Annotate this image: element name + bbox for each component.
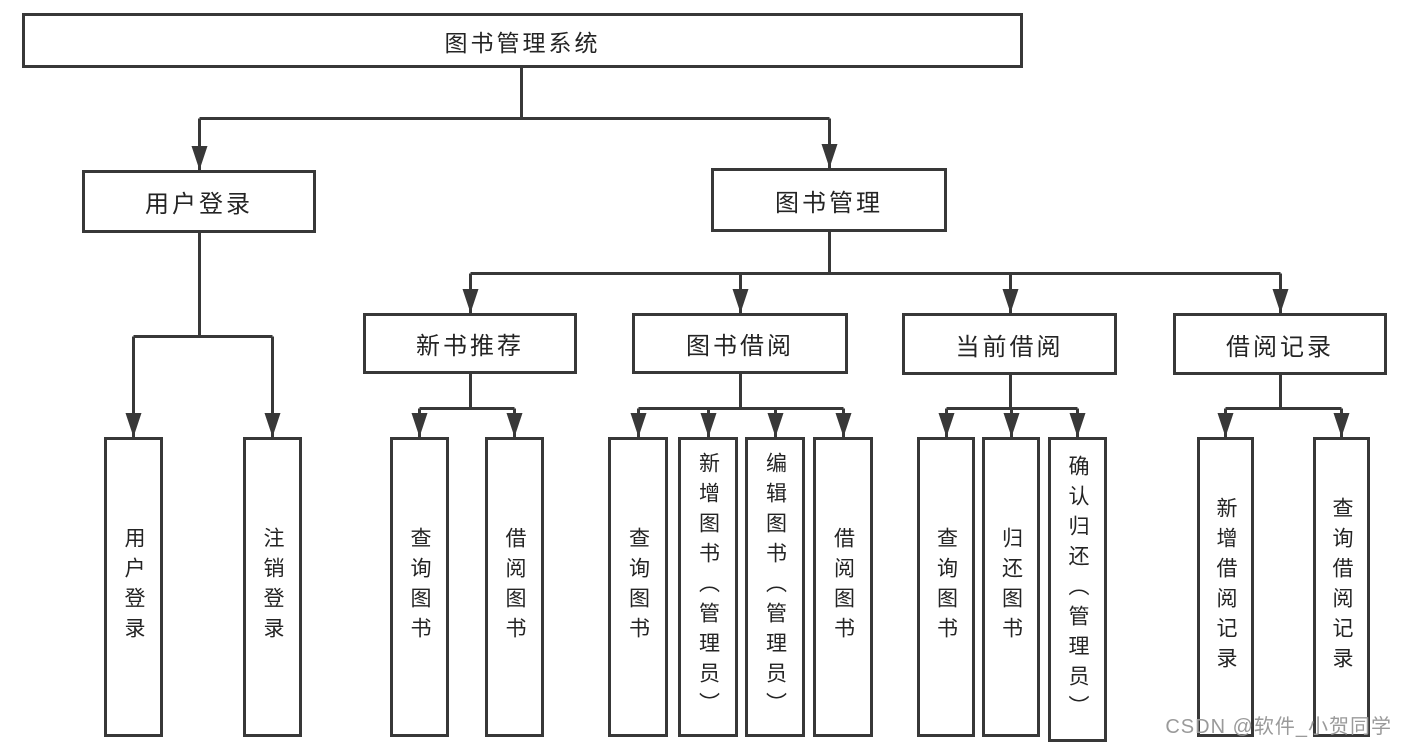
leaf-label: 查询图书 xyxy=(934,527,958,647)
node-library-system: 图书管理系统 xyxy=(22,13,1023,68)
csdn-watermark: CSDN @软件_小贺同学 xyxy=(1165,716,1392,738)
node-label: 用户登录 xyxy=(145,191,253,218)
leaf-query-books: 查询图书 xyxy=(608,437,668,737)
node-current-borrowing: 当前借阅 xyxy=(902,313,1117,375)
leaf-label: 借阅图书 xyxy=(503,527,526,647)
node-book-management: 图书管理 xyxy=(711,168,947,232)
leaf-borrow-books: 借阅图书 xyxy=(485,437,544,737)
leaf-label: 查询图书 xyxy=(408,527,431,647)
leaf-add-borrow-record: 新增借阅记录 xyxy=(1197,437,1254,737)
leaf-edit-books-admin: 编辑图书（管理员） xyxy=(745,437,805,737)
node-user-login: 用户登录 xyxy=(82,170,316,233)
node-label: 当前借阅 xyxy=(955,333,1064,361)
leaf-query-books: 查询图书 xyxy=(390,437,449,737)
leaf-label: 新增图书（管理员） xyxy=(696,452,720,722)
leaf-confirm-return-admin: 确认归还（管理员） xyxy=(1048,437,1107,742)
leaf-label: 归还图书 xyxy=(999,527,1023,647)
node-new-book-recommend: 新书推荐 xyxy=(363,313,577,374)
leaf-label: 编辑图书（管理员） xyxy=(763,452,787,722)
node-label: 借阅记录 xyxy=(1226,333,1334,361)
leaf-user-login: 用户登录 xyxy=(104,437,163,737)
leaf-borrow-books: 借阅图书 xyxy=(813,437,873,737)
node-borrowing-records: 借阅记录 xyxy=(1173,313,1387,375)
leaf-label: 借阅图书 xyxy=(831,527,855,647)
leaf-query-borrow-record: 查询借阅记录 xyxy=(1313,437,1370,737)
node-label: 新书推荐 xyxy=(416,333,524,360)
leaf-label: 用户登录 xyxy=(122,527,145,647)
leaf-logout: 注销登录 xyxy=(243,437,302,737)
node-label: 图书管理 xyxy=(775,189,883,217)
node-book-borrowing: 图书借阅 xyxy=(632,313,848,374)
leaf-label: 确认归还（管理员） xyxy=(1066,454,1089,725)
leaf-add-books-admin: 新增图书（管理员） xyxy=(678,437,738,737)
leaf-query-books: 查询图书 xyxy=(917,437,975,737)
leaf-label: 查询图书 xyxy=(626,527,650,647)
leaf-label: 注销登录 xyxy=(261,527,284,647)
leaf-label: 查询借阅记录 xyxy=(1330,497,1353,677)
node-label: 图书借阅 xyxy=(686,333,794,360)
node-label: 图书管理系统 xyxy=(444,29,601,56)
leaf-return-books: 归还图书 xyxy=(982,437,1040,737)
leaf-label: 新增借阅记录 xyxy=(1214,497,1237,677)
